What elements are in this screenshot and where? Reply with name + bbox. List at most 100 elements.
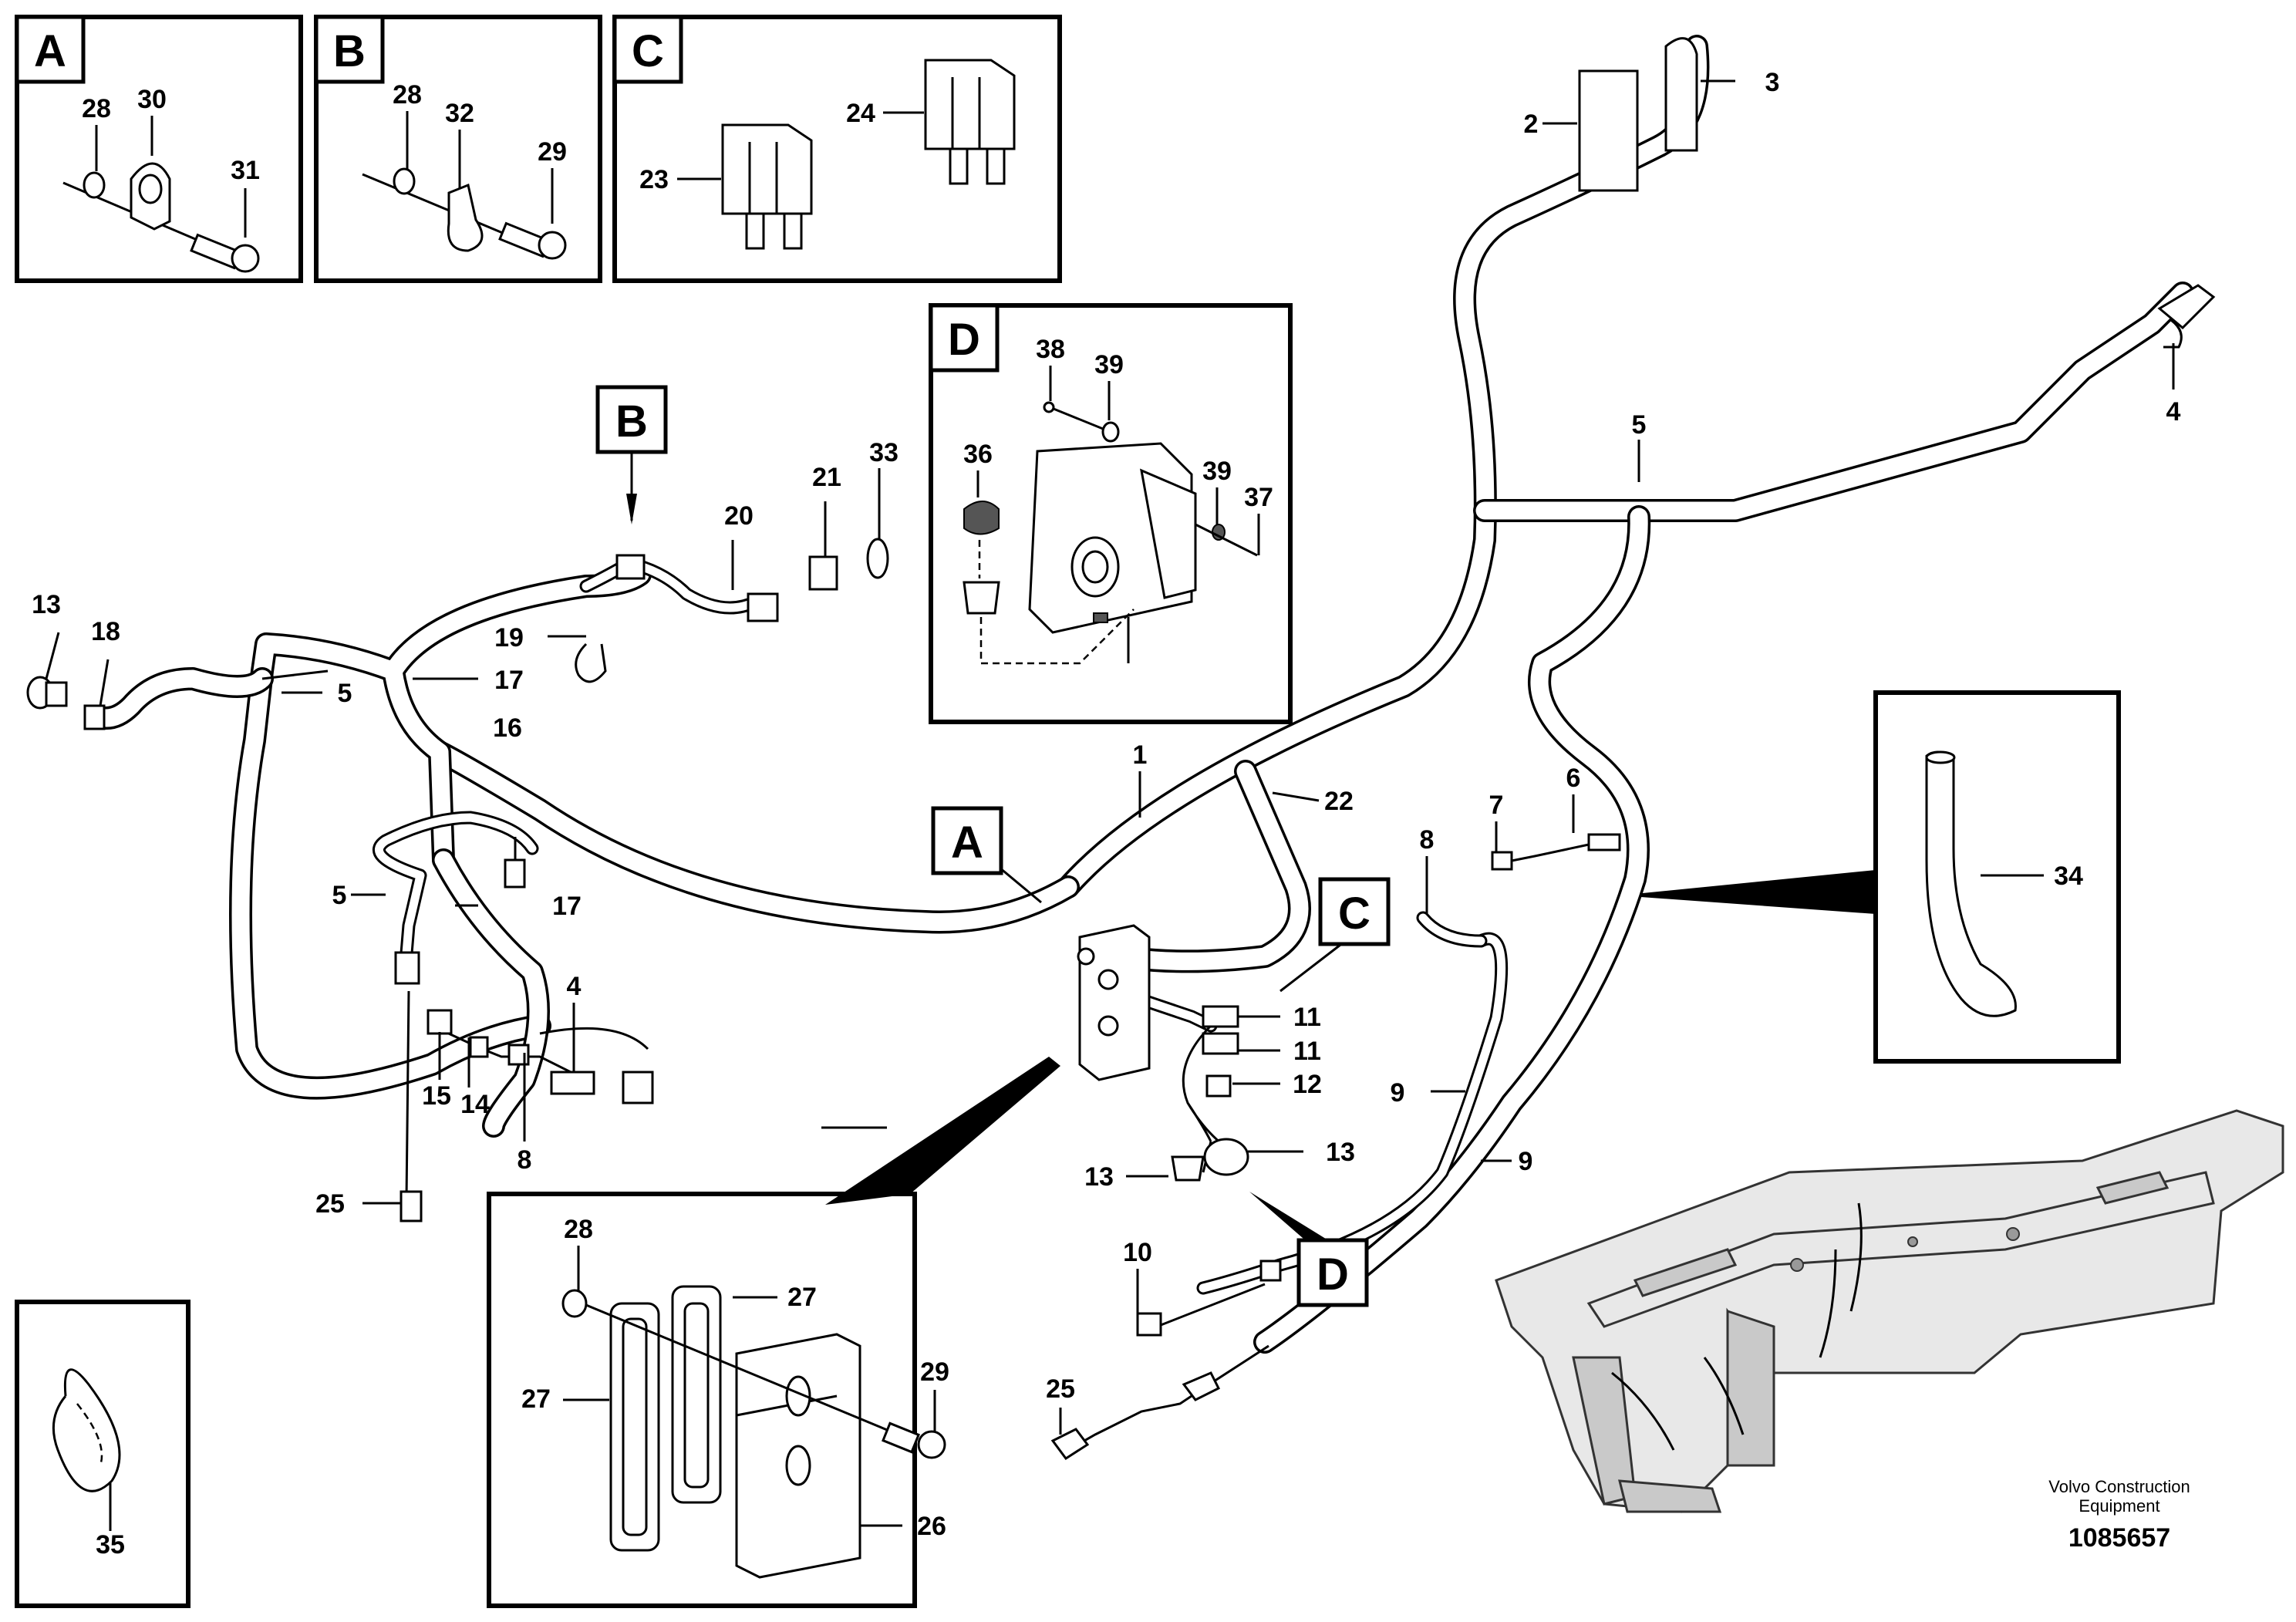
label-9: 9 [1519,1147,1533,1176]
label-15: 15 [422,1081,451,1111]
part-labels: 1 2 3 4 4 5 5 5 6 7 8 8 9 9 10 11 11 12 … [32,68,2180,1404]
label-13: 13 [1326,1138,1355,1167]
label-26: 26 [917,1512,946,1541]
elbow-connector-icon [622,1071,654,1104]
label-34: 34 [2054,862,2083,891]
label-28: 28 [82,94,111,123]
connector-25-icon [400,1190,423,1222]
label-17: 17 [494,666,524,695]
inset-c: C 24 23 [612,15,1062,283]
connector-15-icon [426,1009,453,1035]
label-21: 21 [812,463,841,492]
label-13: 13 [1084,1162,1114,1192]
label-28: 28 [564,1215,593,1244]
socket-13-icon [1203,1138,1249,1176]
label-3: 3 [1765,68,1780,97]
loop-19-icon [575,642,607,683]
label-25: 25 [315,1189,345,1219]
label-30: 30 [137,85,167,114]
connector-18-icon [83,704,106,730]
label-37: 37 [1244,483,1273,512]
label-6: 6 [1566,764,1581,793]
ring-33-icon [866,538,889,579]
cable-end-3-icon [1664,37,1698,152]
label-23: 23 [639,165,669,194]
label-39: 39 [1094,350,1124,379]
label-19: 19 [494,623,524,653]
label-20: 20 [724,501,754,531]
label-29: 29 [538,137,567,167]
label-7: 7 [1489,791,1504,820]
cable-tie-icon [52,1368,121,1492]
label-8: 8 [518,1145,532,1175]
image-number: 1085657 [2068,1523,2170,1553]
inset-b: B 28 32 29 [314,15,602,283]
inset-a: A 28 30 31 [15,15,303,283]
callout-c: C [1318,877,1391,946]
connector-10-icon [1136,1312,1162,1337]
brand-line-1: Volvo Construction [2048,1477,2190,1496]
connector-b-icon [615,554,646,580]
label-1: 1 [1133,740,1148,770]
brand-line-2: Equipment [2079,1496,2159,1516]
inset-cable-34: 34 [1873,690,2121,1064]
callout-b-letter: B [615,396,648,447]
label-14: 14 [460,1090,490,1119]
washer-icon [83,171,106,199]
callout-b: B [595,385,668,454]
label-11: 11 [1293,1003,1321,1032]
gasket-27-right-icon [671,1285,722,1504]
plug-13-icon [1171,1155,1205,1182]
connector-21-icon [808,555,838,591]
label-5: 5 [332,881,347,910]
label-10: 10 [1123,1238,1152,1267]
label-8: 8 [1420,825,1435,855]
cable-tube-icon [1925,750,2017,1017]
label-12: 12 [1293,1070,1322,1099]
connector-16-icon [504,858,526,889]
machine-frame-illustration [1495,1109,2284,1513]
label-27: 27 [521,1384,551,1414]
connector-4-icon [2157,284,2216,330]
label-28: 28 [393,80,422,110]
gasket-27-left-icon [609,1302,660,1552]
harness-components [26,37,2216,1461]
label-5: 5 [1632,410,1647,440]
callout-a-letter: A [951,818,983,868]
connector-6-icon [1587,833,1621,851]
connector-12-icon [1205,1074,1232,1098]
label-5: 5 [338,679,352,708]
washer-icon [393,167,416,195]
mounting-plate-icon [1078,924,1151,1081]
callout-pointer-34 [1620,870,1876,914]
label-11: 11 [1293,1037,1321,1066]
connector-14-icon [469,1036,489,1058]
callout-d: D [1296,1238,1369,1307]
label-32: 32 [445,99,474,128]
label-9: 9 [1391,1078,1405,1108]
relay-box-icon [1578,69,1639,192]
inset-a-letter: A [34,26,66,76]
label-22: 22 [1324,787,1354,816]
inset-c-letter: C [632,26,664,76]
plug-36-icon [963,501,1000,535]
clamp-icon [447,183,484,252]
connector-7-icon [1491,851,1513,871]
fuse-holder-11b-icon [1202,1032,1239,1055]
label-2: 2 [1524,110,1539,139]
inset-d-letter: D [948,315,980,365]
inset-a-detail: 28 27 27 29 26 [487,1192,949,1608]
socket-icon [963,581,1000,615]
label-13: 13 [32,590,61,619]
callout-d-letter: D [1317,1249,1349,1300]
label-4: 4 [567,972,582,1001]
leader-lines [45,79,2175,1435]
label-4: 4 [2166,397,2181,427]
label-24: 24 [846,99,875,128]
label-18: 18 [91,617,120,646]
connector-5-icon [394,951,420,985]
inset-d: D 38 39 36 39 37 [929,303,1293,724]
label-29: 29 [920,1357,949,1387]
label-16: 16 [493,713,522,743]
